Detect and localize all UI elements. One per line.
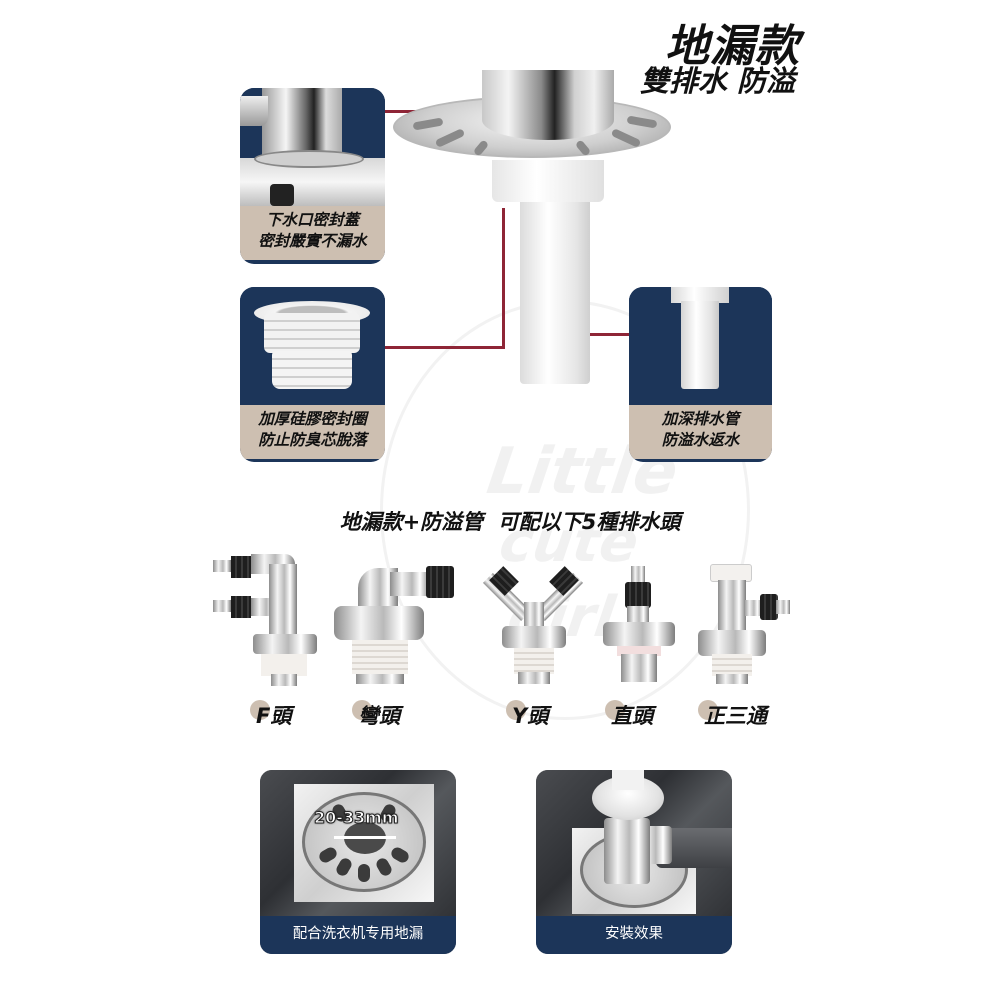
- silicone-ring-caption-line-1: 加厚硅膠密封圈: [258, 410, 367, 428]
- fitting-elbow-head-label: 彎頭: [358, 704, 400, 728]
- drain-collar-image: [492, 160, 604, 202]
- seal-cap-caption-line-1: 下水口密封蓋: [265, 211, 359, 229]
- drain-cap-image: [482, 70, 614, 140]
- fitting-f-head-image: [213, 550, 323, 690]
- fitting-y-head-label-wrap: Y頭: [506, 700, 549, 732]
- installed-effect-image: [536, 770, 732, 916]
- fitting-elbow-head-label-wrap: 彎頭: [352, 700, 400, 732]
- seal-cap-image: [240, 88, 385, 206]
- connector-line-ring-v: [502, 208, 505, 349]
- label-dot: [605, 700, 625, 720]
- compatible-drain-caption: 配合洗衣机专用地漏: [260, 916, 456, 954]
- fitting-tee-label-wrap: 正三通: [698, 700, 767, 732]
- dimension-label: 20-33mm: [314, 808, 400, 828]
- label-dot: [250, 700, 270, 720]
- label-dot: [698, 700, 718, 720]
- silicone-ring-caption: 加厚硅膠密封圈 防止防臭芯脫落: [240, 405, 385, 459]
- seal-cap-caption-line-2: 密封嚴實不漏水: [258, 232, 367, 250]
- section-title: 地漏款+防溢管 可配以下5種排水頭: [339, 510, 681, 534]
- fitting-y-head-label: Y頭: [512, 704, 549, 728]
- fitting-elbow-head-image: [330, 550, 454, 690]
- headline-title: 地漏款: [665, 21, 800, 72]
- deep-pipe-caption-line-2: 防溢水返水: [661, 431, 740, 449]
- fitting-y-head-image: [480, 550, 590, 690]
- headline-subtitle: 雙排水 防溢: [639, 64, 795, 98]
- feature-card-deep-pipe: 加深排水管 防溢水返水: [629, 287, 772, 462]
- fitting-straight-head-image: [597, 550, 707, 690]
- fitting-f-head-label: F頭: [256, 704, 292, 728]
- deep-pipe-caption: 加深排水管 防溢水返水: [629, 405, 772, 459]
- photo-installed-effect: 安裝效果: [536, 770, 732, 954]
- silicone-ring-image: [240, 287, 385, 405]
- drain-pipe-image: [520, 200, 590, 384]
- compatible-drain-image: 20-33mm: [260, 770, 456, 916]
- fitting-straight-head-label: 直頭: [611, 704, 653, 728]
- photo-compatible-drain: 20-33mm 配合洗衣机专用地漏: [260, 770, 456, 954]
- feature-card-seal-cap: 下水口密封蓋 密封嚴實不漏水: [240, 88, 385, 264]
- connector-line-pipe: [588, 333, 630, 336]
- label-dot: [352, 700, 372, 720]
- installed-effect-caption: 安裝效果: [536, 916, 732, 954]
- feature-card-silicone-ring: 加厚硅膠密封圈 防止防臭芯脫落: [240, 287, 385, 462]
- deep-pipe-caption-line-1: 加深排水管: [661, 410, 740, 428]
- label-dot: [506, 700, 526, 720]
- seal-cap-caption: 下水口密封蓋 密封嚴實不漏水: [240, 206, 385, 260]
- deep-pipe-image: [629, 287, 772, 405]
- fitting-tee-image: [698, 550, 808, 690]
- silicone-ring-caption-line-2: 防止防臭芯脫落: [258, 431, 367, 449]
- fitting-f-head-label-wrap: F頭: [250, 700, 292, 732]
- connector-line-ring-h: [379, 346, 505, 349]
- fitting-straight-head-label-wrap: 直頭: [605, 700, 653, 732]
- fitting-tee-label: 正三通: [704, 704, 767, 728]
